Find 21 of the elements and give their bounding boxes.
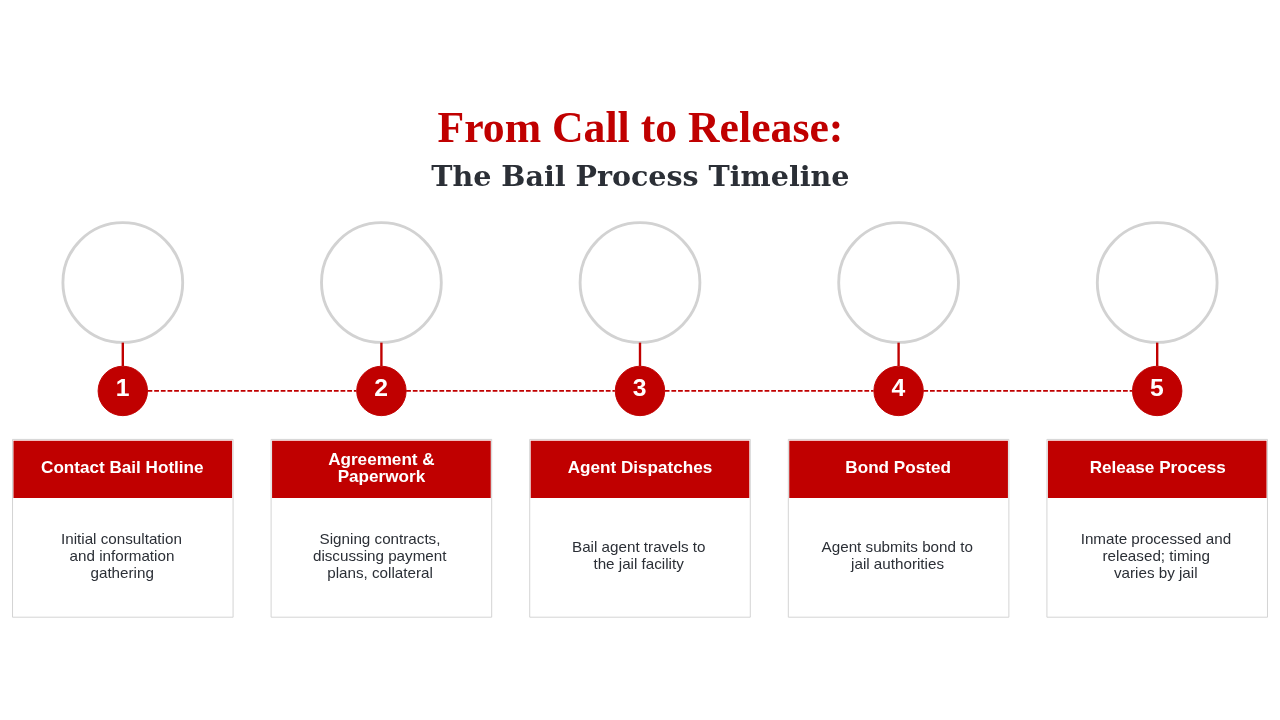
node-circle: 3 (614, 365, 666, 416)
node-circle: 5 (1132, 365, 1183, 416)
node-circle (578, 220, 702, 344)
label: The Bail Process Timeline (431, 158, 850, 193)
node-circle (61, 220, 185, 344)
node-circle (1095, 220, 1219, 344)
connector (146, 389, 358, 392)
node-circle (837, 220, 960, 344)
connector (897, 342, 900, 366)
node-circle: 2 (356, 365, 407, 416)
connector (663, 389, 875, 392)
diagram-title: From Call to Release: (437, 102, 844, 151)
node-circle (320, 220, 443, 344)
connector (121, 342, 124, 366)
connector (380, 342, 383, 366)
node-circle: 4 (873, 365, 924, 416)
node-circle: 1 (97, 365, 148, 416)
connector (638, 342, 642, 366)
connector (405, 389, 616, 392)
connector (1156, 342, 1159, 366)
connector (922, 389, 1134, 392)
